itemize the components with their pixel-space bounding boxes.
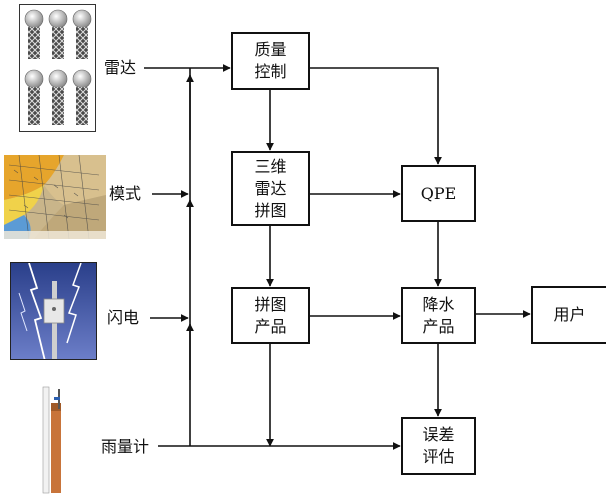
rain-gauge-source-label: 雨量计 bbox=[101, 437, 150, 456]
weather-model-map-icon bbox=[4, 155, 106, 239]
radar-3d-mosaic-box: 三维 雷达 拼图 bbox=[231, 151, 310, 226]
error-evaluation-line-2: 评估 bbox=[422, 447, 455, 466]
users-label: 用户 bbox=[553, 305, 586, 324]
quality-control-line-2: 控制 bbox=[254, 62, 287, 81]
radar-3d-mosaic-line-2: 雷达 bbox=[254, 178, 287, 198]
radar-source-label: 雷达 bbox=[104, 58, 137, 77]
precipitation-product-line-1: 降水 bbox=[422, 294, 455, 314]
precipitation-product-box: 降水 产品 bbox=[401, 287, 476, 344]
lightning-source-label: 闪电 bbox=[107, 308, 140, 327]
radar-3d-mosaic-line-3: 拼图 bbox=[254, 200, 287, 220]
error-evaluation-box: 误差 评估 bbox=[401, 417, 476, 475]
radar-towers-icon bbox=[19, 4, 96, 132]
qpe-label: QPE bbox=[420, 183, 457, 203]
mosaic-product-box: 拼图 产品 bbox=[231, 287, 310, 344]
error-evaluation-line-1: 误差 bbox=[422, 425, 455, 444]
mosaic-product-line-2: 产品 bbox=[254, 316, 287, 336]
quality-control-line-1: 质量 bbox=[254, 40, 287, 59]
radar-3d-mosaic-line-1: 三维 bbox=[254, 156, 287, 176]
arrow-qc-to-qpe bbox=[310, 67, 442, 165]
quality-control-box: 质量 控制 bbox=[231, 32, 310, 90]
model-source-label: 模式 bbox=[109, 184, 142, 203]
mosaic-product-line-1: 拼图 bbox=[254, 294, 287, 314]
users-box: 用户 bbox=[531, 286, 606, 344]
qpe-box: QPE bbox=[401, 165, 476, 222]
lightning-storm-icon bbox=[10, 262, 97, 360]
precipitation-product-line-2: 产品 bbox=[422, 316, 455, 336]
rain-gauge-icon bbox=[36, 383, 76, 495]
